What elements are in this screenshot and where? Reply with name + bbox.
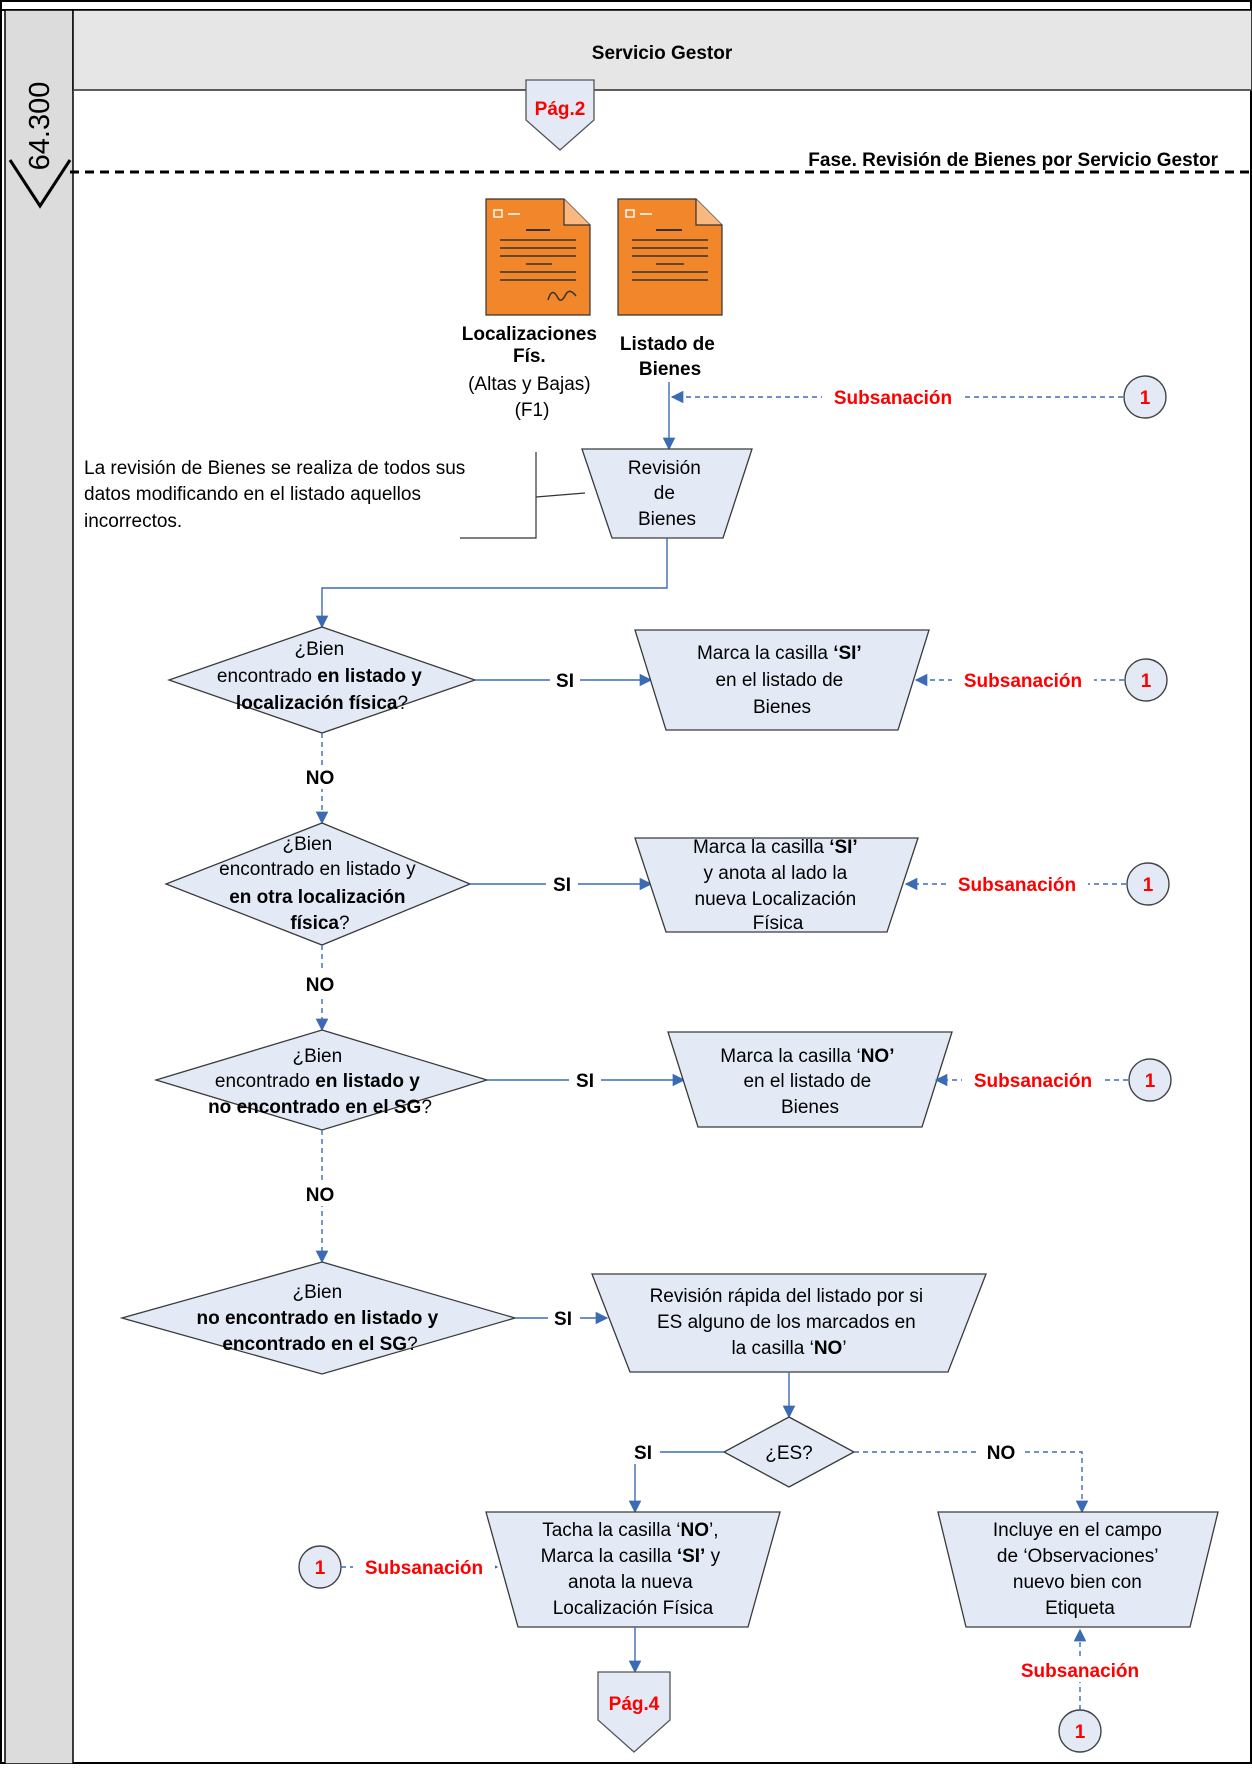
svg-text:Tacha la casilla ‘NO’, M: Tacha la casilla ‘NO’, Marca la casilla …: [541, 1520, 726, 1619]
svg-text:Marca la casilla ‘SI’ y: Marca la casilla ‘SI’ y anota al lado la…: [693, 837, 863, 934]
ref-connector-1[interactable]: 1: [1123, 375, 1167, 419]
process-marca-si-anota[interactable]: Marca la casilla ‘SI’ y anota al lado la…: [634, 837, 919, 934]
annotation-line: datos modificando en el listado aquellos: [84, 484, 421, 505]
annotation-line: incorrectos.: [84, 511, 182, 532]
svg-text:¿Bien encontrado en list: ¿Bien encontrado en listado y no encontr…: [208, 1046, 432, 1118]
process-revision-bienes[interactable]: Revisión de Bienes: [581, 448, 753, 539]
svg-text:1: 1: [1140, 388, 1151, 409]
process-marca-no[interactable]: Marca la casilla ‘NO’ en el listado de B…: [667, 1031, 953, 1128]
svg-text:Incluye en el campo de ‘: Incluye en el campo de ‘Observaciones’ n…: [993, 1520, 1167, 1619]
lane-title: Servicio Gestor: [592, 43, 733, 64]
decision-no-encontrado-sg[interactable]: ¿Bien encontrado en listado y no encontr…: [153, 1029, 490, 1131]
decision-no-encontrado-listado[interactable]: ¿Bien no encontrado en listado y encontr…: [119, 1261, 518, 1375]
svg-text:1: 1: [1145, 1071, 1156, 1092]
process-incluye-observaciones[interactable]: Incluye en el campo de ‘Observaciones’ n…: [937, 1511, 1219, 1628]
page-connector-in[interactable]: Pág.2: [525, 79, 595, 151]
svg-text:Pág.4: Pág.4: [609, 1694, 660, 1715]
ref-connector-1[interactable]: 1: [1124, 658, 1168, 702]
svg-text:Revisión rápida del listado po: Revisión rápida del listado por si ES al…: [650, 1286, 929, 1359]
ref-connector-1[interactable]: 1: [1126, 862, 1170, 906]
document-localizaciones-label: Localizaciones Fís. (Altas y Bajas) (F1): [462, 324, 602, 421]
edge-es-no: [854, 1451, 1089, 1514]
edge-label-subsanacion: Subsanación: [1021, 1661, 1139, 1682]
lane-chevron-icon: [8, 159, 72, 209]
annotation-line: La revisión de Bienes se realiza de todo…: [84, 458, 465, 479]
edge-label-subsanacion: Subsanación: [964, 671, 1082, 692]
edge-label-subsanacion: Subsanación: [834, 388, 952, 409]
edge-label-no: NO: [306, 975, 335, 996]
decision-es[interactable]: ¿ES?: [722, 1416, 856, 1488]
ref-connector-1[interactable]: 1: [298, 1545, 342, 1589]
document-listado-icon: [617, 198, 723, 316]
svg-text:1: 1: [1141, 671, 1152, 692]
svg-text:Revisión de Bienes: Revisión de Bienes: [628, 458, 706, 530]
svg-text:¿Bien no encontrado en l: ¿Bien no encontrado en listado y encontr…: [196, 1282, 443, 1355]
svg-text:1: 1: [1075, 1722, 1086, 1743]
svg-text:¿ES?: ¿ES?: [765, 1443, 813, 1464]
ref-connector-1[interactable]: 1: [1128, 1058, 1172, 1102]
svg-text:1: 1: [315, 1558, 326, 1579]
edge-label-si: SI: [553, 875, 571, 896]
svg-text:¿Bien encontrado en list: ¿Bien encontrado en listado y en otra lo…: [219, 834, 421, 934]
phase-title: Fase. Revisión de Bienes por Servicio Ge…: [808, 150, 1218, 171]
document-listado-label: Listado de Bienes: [620, 334, 720, 380]
svg-text:Marca la casilla ‘SI’ en: Marca la casilla ‘SI’ en el listado de B…: [697, 643, 867, 718]
decision-encontrado-listado-localizacion[interactable]: ¿Bien encontrado en listado y localizaci…: [167, 626, 477, 734]
edge-label-no: NO: [987, 1443, 1016, 1464]
document-localizaciones-icon: [485, 198, 591, 316]
svg-text:¿Bien encontrado en list: ¿Bien encontrado en listado y localizaci…: [217, 639, 427, 714]
svg-text:La revisión de Bienes se reali: La revisión de Bienes se realiza de todo…: [84, 458, 471, 532]
lane-sidebar: [4, 9, 74, 1765]
edge-label-si: SI: [634, 1443, 652, 1464]
process-tacha-no[interactable]: Tacha la casilla ‘NO’, Marca la casilla …: [485, 1511, 781, 1628]
lane-code: 64.300: [24, 82, 56, 171]
edge-revision-d1: [315, 538, 668, 629]
edge-label-si: SI: [576, 1071, 594, 1092]
lane-header: [72, 9, 1252, 91]
edge-label-no: NO: [306, 768, 335, 789]
decision-otra-localizacion[interactable]: ¿Bien encontrado en listado y en otra lo…: [164, 822, 472, 946]
edge-label-subsanacion: Subsanación: [958, 875, 1076, 896]
page-connector-out[interactable]: Pág.4: [597, 1671, 671, 1753]
svg-text:1: 1: [1143, 875, 1154, 896]
process-revision-rapida[interactable]: Revisión rápida del listado por si ES al…: [591, 1273, 987, 1373]
edge-label-no: NO: [306, 1185, 335, 1206]
svg-text:Marca la casilla ‘NO’ en: Marca la casilla ‘NO’ en el listado de B…: [720, 1046, 900, 1118]
edge-label-si: SI: [556, 671, 574, 692]
edge-label-subsanacion: Subsanación: [974, 1071, 1092, 1092]
process-marca-si[interactable]: Marca la casilla ‘SI’ en el listado de B…: [634, 629, 930, 731]
ref-connector-1[interactable]: 1: [1058, 1709, 1102, 1753]
edge-label-si: SI: [554, 1309, 572, 1330]
svg-text:Pág.2: Pág.2: [535, 99, 586, 120]
annotation-note: La revisión de Bienes se realiza de todo…: [84, 452, 586, 539]
edge-label-subsanacion: Subsanación: [365, 1558, 483, 1579]
